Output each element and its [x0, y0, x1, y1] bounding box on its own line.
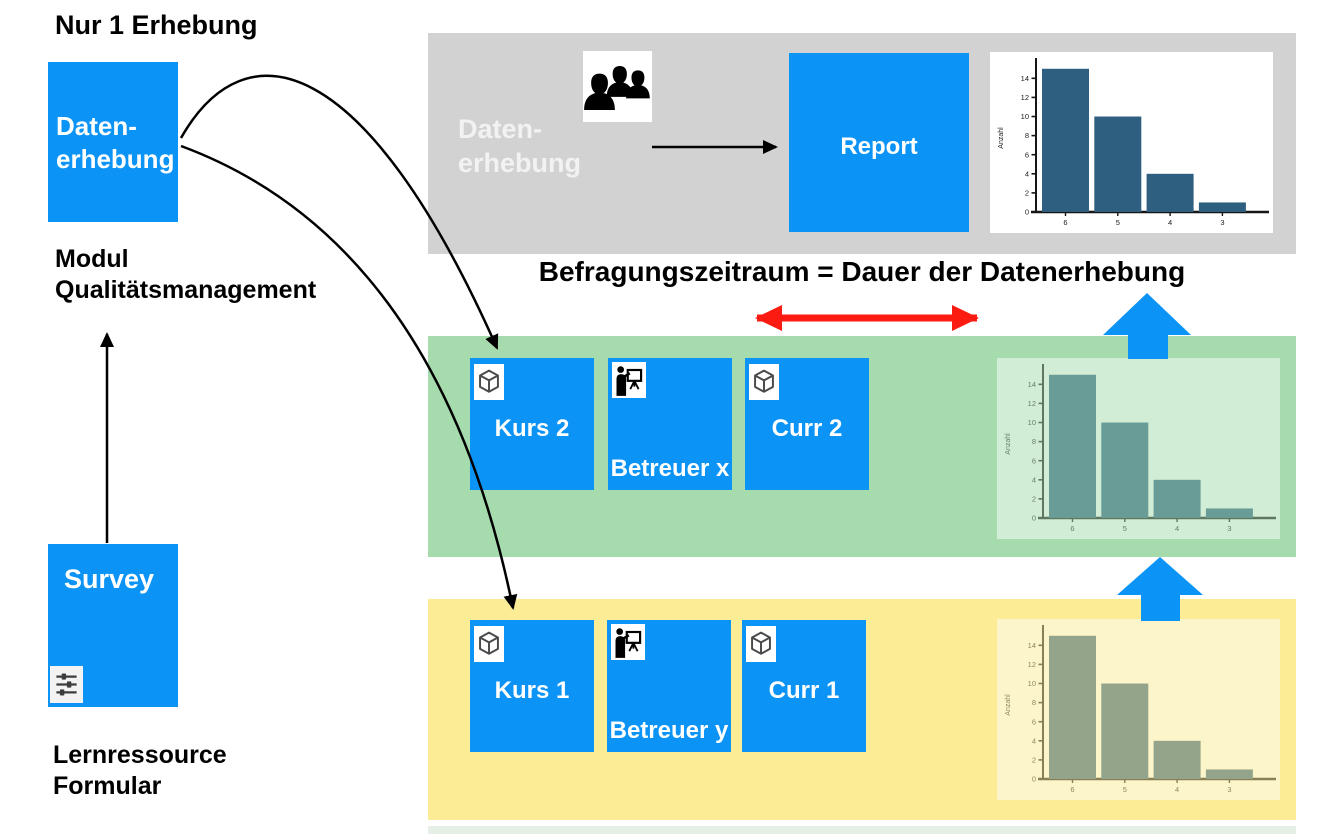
bar-chart: 0 2 4 6 8 10 12 14 6 5 4 3 Anzahl: [997, 358, 1280, 544]
course-box-label: Betreuer y: [609, 717, 729, 744]
course-box-label: Curr 2: [771, 415, 843, 442]
svg-text:10: 10: [1028, 418, 1036, 427]
curr-1-box: Curr 1: [742, 620, 866, 752]
svg-text:Anzahl: Anzahl: [1005, 694, 1012, 716]
cube-icon: [474, 626, 504, 662]
svg-text:14: 14: [1021, 74, 1029, 83]
svg-text:12: 12: [1028, 399, 1036, 408]
svg-text:12: 12: [1021, 93, 1029, 102]
svg-text:4: 4: [1175, 785, 1179, 794]
bar-chart: 0 2 4 6 8 10 12 14 6 5 4 3 Anzahl: [997, 619, 1280, 805]
svg-text:4: 4: [1032, 736, 1036, 745]
svg-text:4: 4: [1168, 218, 1172, 227]
svg-text:4: 4: [1175, 524, 1179, 533]
report-panel-datenerhebung-label: Daten- erhebung: [458, 114, 582, 178]
svg-text:14: 14: [1028, 641, 1036, 650]
presenter-icon: [611, 624, 645, 660]
survey-box: Survey: [48, 544, 178, 707]
svg-text:6: 6: [1063, 218, 1067, 227]
svg-text:5: 5: [1123, 524, 1127, 533]
svg-text:5: 5: [1116, 218, 1120, 227]
heading-befragungszeitraum: Befragungszeitraum = Dauer der Datenerhe…: [538, 256, 1186, 287]
yellow-panel-bar-chart-faded: 0 2 4 6 8 10 12 14 6 5 4 3 Anzahl: [997, 619, 1280, 800]
svg-text:2: 2: [1032, 495, 1036, 504]
svg-text:0: 0: [1025, 208, 1029, 217]
betreuer-y-box: Betreuer y: [607, 620, 731, 752]
sliders-icon: [50, 666, 83, 703]
report-box: Report: [789, 53, 969, 232]
svg-text:4: 4: [1032, 475, 1036, 484]
svg-text:12: 12: [1028, 660, 1036, 669]
svg-text:8: 8: [1032, 698, 1036, 707]
footer-strip: [428, 826, 1296, 834]
svg-text:8: 8: [1025, 131, 1029, 140]
report-bar-chart: 0 2 4 6 8 10 12 14 6 5 4 3 Anzahl: [990, 52, 1273, 233]
kurs-2-box: Kurs 2: [470, 358, 594, 490]
kurs-1-box: Kurs 1: [470, 620, 594, 752]
datenerhebung-box-label: Daten- erhebung: [56, 111, 175, 174]
svg-text:10: 10: [1028, 679, 1036, 688]
heading-modul-qualitaetsmanagement: Modul Qualitätsmanagement: [55, 245, 317, 304]
heading-nur-1-erhebung: Nur 1 Erhebung: [55, 10, 258, 40]
svg-text:2: 2: [1032, 756, 1036, 765]
svg-text:Anzahl: Anzahl: [1005, 433, 1012, 455]
survey-box-label: Survey: [64, 564, 155, 594]
svg-text:10: 10: [1021, 112, 1029, 121]
svg-text:0: 0: [1032, 514, 1036, 523]
svg-text:5: 5: [1123, 785, 1127, 794]
presenter-icon: [612, 362, 646, 398]
green-panel-bar-chart-faded: 0 2 4 6 8 10 12 14 6 5 4 3 Anzahl: [997, 358, 1280, 539]
course-box-label: Curr 1: [768, 677, 840, 704]
report-box-label: Report: [840, 133, 918, 160]
heading-lernressource-formular: Lernressource Formular: [53, 741, 227, 800]
cube-icon: [474, 364, 504, 400]
svg-text:6: 6: [1032, 717, 1036, 726]
datenerhebung-box: Daten- erhebung: [48, 62, 178, 222]
course-box-label: Kurs 2: [494, 415, 570, 442]
bar-chart: 0 2 4 6 8 10 12 14 6 5 4 3 Anzahl: [990, 52, 1273, 238]
svg-text:6: 6: [1070, 524, 1074, 533]
course-box-label: Kurs 1: [494, 677, 570, 704]
svg-text:6: 6: [1070, 785, 1074, 794]
people-group-icon: [583, 51, 652, 122]
svg-text:Anzahl: Anzahl: [998, 127, 1005, 149]
svg-text:3: 3: [1227, 785, 1231, 794]
svg-text:8: 8: [1032, 437, 1036, 446]
course-box-label: Betreuer x: [610, 455, 730, 482]
svg-text:2: 2: [1025, 189, 1029, 198]
cube-icon: [746, 626, 776, 662]
svg-text:4: 4: [1025, 169, 1029, 178]
svg-text:14: 14: [1028, 380, 1036, 389]
svg-text:0: 0: [1032, 775, 1036, 784]
svg-text:3: 3: [1220, 218, 1224, 227]
curr-2-box: Curr 2: [745, 358, 869, 490]
svg-text:6: 6: [1032, 456, 1036, 465]
cube-icon: [749, 364, 779, 400]
betreuer-x-box: Betreuer x: [608, 358, 732, 490]
svg-text:3: 3: [1227, 524, 1231, 533]
svg-text:6: 6: [1025, 150, 1029, 159]
